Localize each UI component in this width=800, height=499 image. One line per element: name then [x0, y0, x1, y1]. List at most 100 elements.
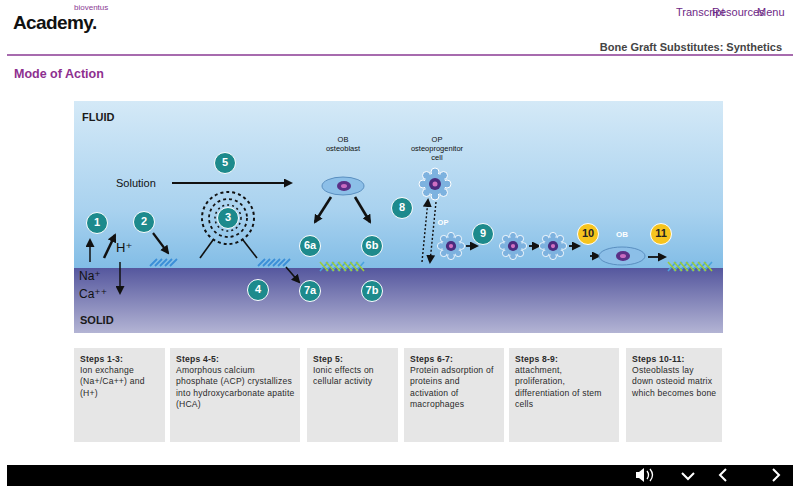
callout-number: 3 [218, 208, 238, 227]
solution-arrow [172, 182, 291, 184]
cell-nucleolus [620, 254, 626, 258]
osteoblast-cell [322, 177, 364, 195]
callout-number: 7b [362, 281, 382, 300]
cell-nucleus [337, 181, 351, 191]
ion-arrow [119, 262, 121, 293]
crystal-hatch [258, 259, 290, 266]
callout-number: 11 [651, 224, 671, 243]
process-arrow [569, 245, 579, 247]
callout-number: 5 [215, 153, 235, 172]
step-circle: 11 [650, 223, 672, 245]
progenitor-cell [499, 232, 526, 259]
step-circle: 10 [577, 223, 599, 245]
step-heading: Steps 4-5: [176, 354, 295, 365]
cell-label: OB [338, 136, 349, 145]
menu-link: Menu [757, 6, 785, 19]
chevron-down-icon [682, 473, 694, 479]
speaker-icon [636, 468, 644, 482]
brand-logo: Academy. [13, 12, 97, 34]
region-label: FLUID [82, 111, 114, 124]
crystal-hatch [150, 259, 177, 266]
apatite-lattice [320, 262, 364, 271]
step-box: Steps 8-9:attachment, proliferation, dif… [509, 348, 619, 442]
header-rule [7, 54, 793, 56]
step-circle: 8 [391, 197, 413, 219]
process-arrow [466, 245, 477, 247]
menu-link: Resources [712, 6, 765, 19]
callout-number: 2 [134, 212, 154, 231]
step-circle: 1 [86, 212, 108, 234]
step-box: Steps 10-11:Osteoblasts lay down osteoid… [626, 348, 722, 442]
process-line [243, 240, 257, 258]
step-circle: 9 [472, 223, 494, 245]
course-title: Bone Graft Substitutes: Synthetics [600, 41, 782, 54]
step-circle: 7b [361, 280, 383, 302]
step-box: Steps 6-7:Protein adsorption of proteins… [404, 348, 504, 442]
step-circle: 6b [361, 235, 383, 257]
step-text: Ion exchange (Na+/Ca++) and (H+) [80, 365, 160, 399]
progenitor-cell [437, 232, 464, 259]
cell-label: OB [616, 230, 628, 239]
step-box: Steps 1-3:Ion exchange (Na+/Ca++) and (H… [74, 348, 165, 442]
process-arrow [355, 197, 370, 222]
process-arrow [590, 255, 599, 257]
cell-label: OP [438, 219, 449, 228]
cell-label: osteoblast [326, 145, 360, 154]
step-circle: 4 [247, 279, 269, 301]
step-heading: Steps 6-7: [410, 354, 499, 365]
step-heading: Step 5: [313, 354, 393, 365]
callout-number: 10 [578, 224, 598, 243]
solution-label: Solution [116, 177, 156, 190]
ion-label: Na⁺ [79, 270, 101, 284]
step-text: Ionic effects on cellular activity [313, 365, 393, 387]
next-icon [773, 469, 779, 481]
previous-icon [720, 469, 726, 481]
dissolution-ring [209, 199, 247, 237]
callout-number: 1 [87, 213, 107, 232]
callout-number: 6a [300, 236, 320, 255]
step-circle: 7a [299, 280, 321, 302]
progenitor-cell [539, 232, 566, 259]
bone-matrix [668, 262, 712, 271]
slide-title: Mode of Action [14, 67, 104, 81]
process-arrow [529, 245, 539, 247]
step-heading: Steps 10-11: [632, 354, 717, 365]
dissolution-ring [202, 192, 254, 244]
dissolution-ring [215, 205, 241, 231]
step-box: Steps 4-5:Amorphous calcium phosphate (A… [170, 348, 300, 442]
process-arrow [286, 267, 299, 282]
step-circle: 3 [217, 207, 239, 229]
step-heading: Steps 1-3: [80, 354, 160, 365]
cell-nucleus [616, 251, 630, 261]
process-arrow [648, 256, 665, 258]
bone-matrix [668, 262, 712, 271]
fluid-region [74, 101, 723, 268]
step-text: Amorphous calcium phosphate (ACP) crysta… [176, 365, 295, 410]
apatite-lattice [320, 262, 364, 271]
ion-label: H⁺ [116, 241, 132, 256]
step-box: Step 5:Ionic effects on cellular activit… [307, 348, 398, 442]
step-text: attachment, proliferation, differentiati… [515, 365, 614, 410]
speaker-waves [647, 469, 653, 481]
cell-nucleolus [341, 184, 347, 188]
step-text: Osteoblasts lay down osteoid matrix whic… [632, 365, 717, 399]
cell-label: osteoprogenitor cell [405, 145, 469, 162]
step-circle: 2 [133, 211, 155, 233]
callout-number: 9 [473, 224, 493, 243]
callout-number: 6b [362, 236, 382, 255]
migration-arrow [422, 200, 428, 262]
step-circle: 6a [299, 235, 321, 257]
process-line [200, 240, 213, 258]
ion-arrow [104, 235, 115, 258]
player-bar [7, 465, 793, 486]
step-heading: Steps 8-9: [515, 354, 614, 365]
migration-arrow [430, 202, 436, 262]
process-arrow [315, 197, 331, 222]
brand-name: bioventus [74, 3, 108, 12]
callout-number: 4 [248, 280, 268, 299]
callout-number: 7a [300, 281, 320, 300]
progenitor-cell [419, 168, 451, 200]
cell-label: OP [432, 136, 443, 145]
ion-label: Ca⁺⁺ [79, 288, 107, 302]
